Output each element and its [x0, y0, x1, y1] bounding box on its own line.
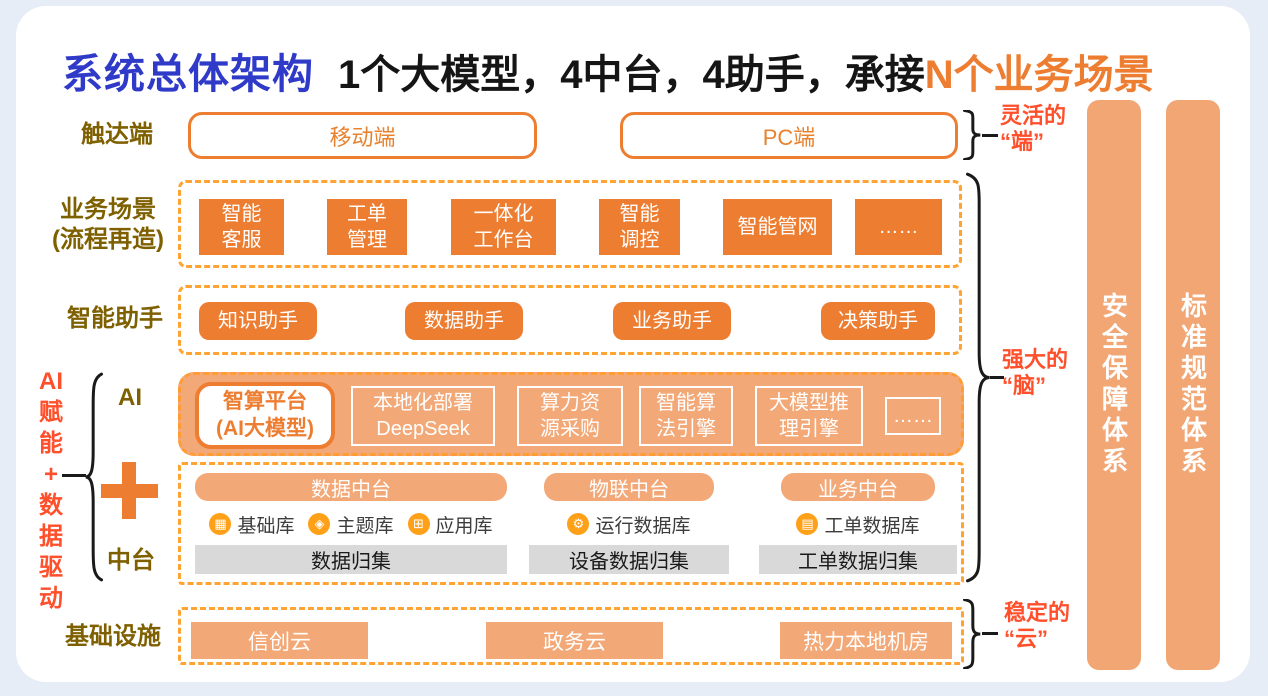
iot-platform-header: 物联中台	[544, 473, 714, 501]
flexible-client-tick	[982, 134, 998, 137]
database-blocks-icon: ▦	[209, 513, 232, 535]
ai-middle-group-brace	[84, 372, 104, 582]
db-label: 主题库	[336, 515, 394, 537]
scenario-box-workbench: 一体化 工作台	[451, 199, 556, 255]
title-row: 系统总体架构 1个大模型，4中台，4助手，承接N个业务场景	[62, 40, 1154, 100]
ai-item-deepseek: 本地化部署 DeepSeek	[351, 386, 495, 446]
middle-platforms-container: 数据中台 ▦基础库 ◈主题库 ⊞应用库 数据归集 物联中台 ⚙运行数据库 设备数…	[178, 462, 964, 585]
data-platform-header: 数据中台	[195, 473, 507, 501]
data-platform-databases: ▦基础库 ◈主题库 ⊞应用库	[195, 509, 507, 539]
db-label: 运行数据库	[595, 515, 691, 537]
db-item-runtime: ⚙运行数据库	[567, 511, 691, 538]
ai-item-computing-procurement: 算力资 源采购	[517, 386, 623, 446]
ai-container: 智算平台 (AI大模型) 本地化部署 DeepSeek 算力资 源采购 智能算 …	[178, 372, 964, 456]
device-collect-bar: 设备数据归集	[529, 545, 729, 574]
assistant-box-data: 数据助手	[405, 302, 523, 340]
ai-item-algorithm-engine: 智能算 法引擎	[639, 386, 733, 446]
assistant-box-decision: 决策助手	[821, 302, 935, 340]
annotation-powerful-brain: 强大的 “脑”	[1002, 347, 1069, 399]
scenario-box-work-order: 工单 管理	[327, 199, 407, 255]
reach-row-label: 触达端	[81, 121, 153, 148]
scenario-box-pipe-network: 智能管网	[723, 199, 832, 255]
infra-box-gov-cloud: 政务云	[486, 622, 663, 659]
infra-box-local-server-room: 热力本地机房	[780, 622, 952, 659]
db-label: 应用库	[435, 515, 493, 537]
data-collect-bar: 数据归集	[195, 545, 507, 574]
infra-row-label: 基础设施	[65, 623, 161, 650]
annotation-flexible-client: 灵活的 “端”	[1000, 103, 1067, 155]
scenario-box-customer-service: 智能 客服	[199, 199, 284, 255]
data-platform-column: 数据中台 ▦基础库 ◈主题库 ⊞应用库 数据归集	[195, 465, 507, 588]
assistant-box-knowledge: 知识助手	[199, 302, 317, 340]
left-brace-tick	[62, 474, 86, 477]
db-label: 工单数据库	[824, 515, 920, 537]
db-item-theme: ◈主题库	[308, 511, 394, 538]
app-grid-icon: ⊞	[407, 513, 430, 535]
stable-cloud-tick	[982, 632, 998, 635]
pc-client-box: PC端	[620, 112, 958, 159]
ai-platform-box: 智算平台 (AI大模型)	[195, 382, 335, 449]
powerful-brain-brace	[964, 170, 992, 585]
business-platform-column: 业务中台 ▤工单数据库 工单数据归集	[759, 465, 957, 588]
flexible-client-brace	[962, 110, 982, 160]
scenarios-row-label: 业务场景 (流程再造)	[52, 196, 164, 253]
ai-item-more: ……	[885, 397, 941, 435]
scenarios-container: 智能 客服 工单 管理 一体化 工作台 智能 调控 智能管网 ……	[178, 180, 962, 268]
assistant-box-business: 业务助手	[613, 302, 731, 340]
ai-row-label: AI	[118, 384, 142, 411]
subtitle-black: 1个大模型，4中台，4助手，承接	[338, 53, 925, 97]
annotation-stable-cloud: 稳定的 “云”	[1004, 600, 1071, 652]
scenario-box-more: ……	[855, 199, 942, 255]
ai-data-drive-vertical-label: AI 赋 能 + 数 据 驱 动	[39, 368, 63, 612]
gear-icon: ⚙	[567, 513, 590, 535]
assistants-container: 知识助手 数据助手 业务助手 决策助手	[178, 285, 962, 355]
db-label: 基础库	[237, 515, 295, 537]
infra-box-xinchuang-cloud: 信创云	[191, 622, 368, 659]
standards-spec-bar: 标准规范体系	[1166, 100, 1220, 670]
ai-item-inference-engine: 大模型推 理引擎	[755, 386, 863, 446]
infra-container: 信创云 政务云 热力本地机房	[178, 607, 964, 665]
db-item-work-order: ▤工单数据库	[796, 511, 920, 538]
powerful-brain-tick	[990, 376, 1004, 379]
business-platform-databases: ▤工单数据库	[759, 509, 957, 539]
db-item-app: ⊞应用库	[407, 511, 493, 538]
stable-cloud-brace	[962, 599, 982, 669]
work-order-collect-bar: 工单数据归集	[759, 545, 957, 574]
scenario-box-regulation: 智能 调控	[599, 199, 680, 255]
db-item-base: ▦基础库	[209, 511, 294, 538]
iot-platform-column: 物联中台 ⚙运行数据库 设备数据归集	[529, 465, 729, 588]
assistants-row-label: 智能助手	[67, 305, 163, 332]
middle-row-label: 中台	[107, 547, 155, 574]
plus-icon	[101, 462, 158, 519]
page-subtitle: 1个大模型，4中台，4助手，承接N个业务场景	[338, 42, 1154, 100]
work-order-icon: ▤	[796, 513, 819, 535]
business-platform-header: 业务中台	[781, 473, 935, 501]
cube-icon: ◈	[308, 513, 331, 535]
security-assurance-bar: 安全保障体系	[1087, 100, 1141, 670]
mobile-client-box: 移动端	[188, 112, 537, 159]
page-title: 系统总体架构	[62, 51, 314, 97]
subtitle-highlight: N个业务场景	[924, 53, 1154, 97]
iot-platform-databases: ⚙运行数据库	[529, 509, 729, 539]
